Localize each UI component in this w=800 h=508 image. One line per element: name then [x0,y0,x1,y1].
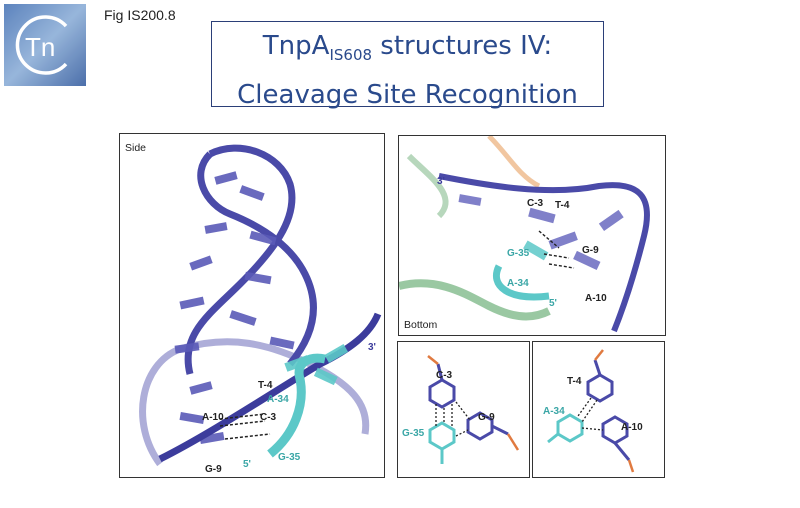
slide-title: TnpAIS608 structures IV: Cleavage Site R… [211,21,604,110]
side-3prime: 3' [368,342,376,353]
bottom-A-10: A-10 [585,293,607,304]
title-rest: structures IV: [372,31,553,61]
bottom-G-35: G-35 [507,248,530,259]
figure-label: Fig IS200.8 [104,7,176,23]
side-view-panel: Side [119,133,385,478]
pair1-G-35: G-35 [402,428,425,439]
bottom-G-9: G-9 [582,245,599,256]
side-panel-label: Side [125,142,147,154]
side-A-10: A-10 [202,412,224,423]
pair-2-structure: T-4 A-34 A-10 [543,349,643,473]
pair-C3-G9-G35-panel: C-3 G-9 G-35 [397,341,530,478]
side-structure-image: 3' T-4 A-34 A-10 C-3 G-9 5' G-35 [139,144,382,475]
side-G-35: G-35 [278,452,301,463]
tn-logo: Tn [4,4,86,86]
pair2-A-34: A-34 [543,406,565,417]
bottom-5prime: 5' [549,298,557,309]
pair2-T-4: T-4 [567,376,582,387]
title-main: TnpA [262,31,330,61]
pair2-A-10: A-10 [621,422,643,433]
side-5prime: 5' [243,459,251,470]
title-subscript: IS608 [329,46,373,64]
title-line-1: TnpAIS608 structures IV: [212,26,603,75]
side-C-3: C-3 [260,412,277,423]
bottom-view-panel: 3' C-3 T-4 G-35 G-9 A-34 5' A-10 Bottom [398,135,666,336]
bottom-panel-label: Bottom [404,319,438,331]
title-line-2: Cleavage Site Recognition [237,80,578,110]
side-T-4: T-4 [258,380,273,391]
bottom-C-3: C-3 [527,198,544,209]
logo-text: Tn [25,32,55,62]
bottom-A-34: A-34 [507,278,529,289]
side-G-9: G-9 [205,464,222,475]
bottom-T-4: T-4 [555,200,570,211]
pair-T4-A34-A10-panel: T-4 A-34 A-10 [532,341,665,478]
bottom-structure-image: 3' C-3 T-4 G-35 G-9 A-34 5' A-10 [399,136,650,333]
bottom-3prime: 3' [437,176,445,187]
pair-1-structure: C-3 G-9 G-35 [402,355,520,464]
pair1-C-3: C-3 [436,370,453,381]
side-A-34: A-34 [267,394,289,405]
pair1-G-9: G-9 [478,412,495,423]
